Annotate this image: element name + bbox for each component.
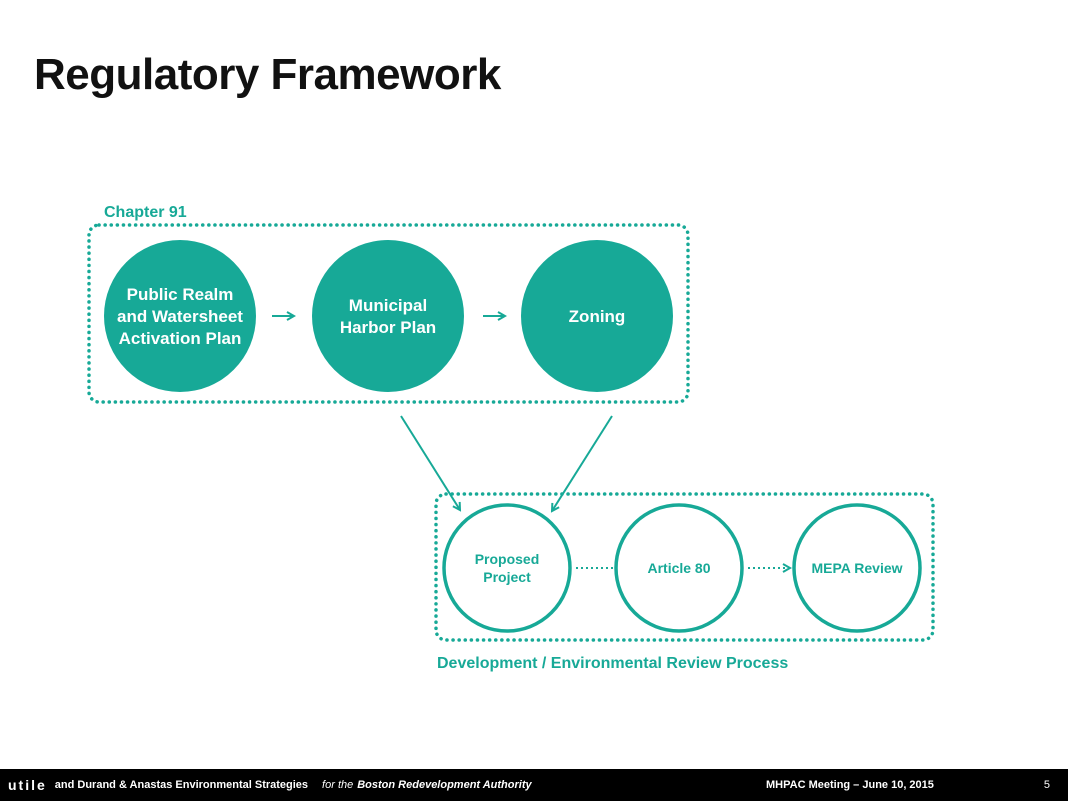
node-public-realm-plan-label: Public Realm [127,285,234,304]
footer-client: Boston Redevelopment Authority [357,779,532,791]
node-public-realm-plan-circle [104,240,256,392]
node-zoning-label: Zoning [569,307,626,326]
arrow-chapter91-to-proposed-project-right [552,415,613,511]
node-proposed-project-label: Project [483,569,531,585]
page-number: 5 [1043,779,1050,791]
node-article-80-label: Article 80 [647,560,710,576]
review-process-label: Development / Environmental Review Proce… [437,655,788,672]
node-municipal-harbor-plan-label: Harbor Plan [340,318,436,337]
regulatory-framework-diagram: Chapter 91 Public Realm and WatersheetAct… [87,204,935,672]
footer-meeting: MHPAC Meeting – June 10, 2015 [766,779,934,791]
chapter-91-label: Chapter 91 [104,204,187,221]
node-municipal-harbor-plan-label: Municipal [349,296,427,315]
node-zoning-circle [521,240,673,392]
node-municipal-harbor-plan-circle [312,240,464,392]
node-proposed-project-circle [442,503,572,633]
node-mepa-review-circle [792,503,922,633]
footer-for-text: for the [322,779,354,791]
footer-credit: and Durand & Anastas Environmental Strat… [54,779,309,791]
node-article-80-circle [614,503,744,633]
slide-title: Regulatory Framework [34,50,501,99]
utile-logo: utile [8,777,47,793]
node-public-realm-plan-label: and Watersheet [117,307,243,326]
node-mepa-review-label: MEPA Review [811,560,902,576]
chapter-91-group-border [87,223,690,404]
arrow-chapter91-to-proposed-project-left [400,415,460,510]
footer-bar: utile and Durand & Anastas Environmental… [0,769,1068,801]
node-public-realm-plan-label: Activation Plan [119,329,242,348]
node-proposed-project-label: Proposed [475,551,540,567]
review-process-group-border [434,492,935,642]
